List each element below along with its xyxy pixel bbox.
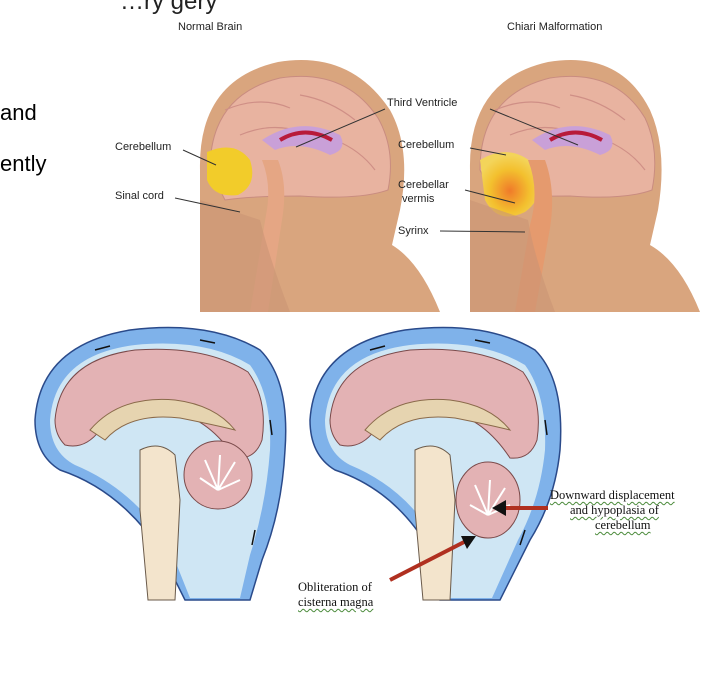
normal-sagittal-brain — [34, 326, 287, 601]
label-cerebellum-left: Cerebellum — [115, 141, 172, 153]
chiari-head — [469, 60, 700, 312]
normal-brain-title: Normal Brain — [178, 21, 243, 33]
label-displacement-line1: Downward displacement — [550, 488, 675, 502]
side-text-line-1: and — [0, 100, 37, 125]
label-cisterna-line2: cisterna magna — [298, 595, 374, 609]
partial-title: …ry gery — [120, 0, 218, 15]
label-spinal-cord: Sinal cord — [115, 190, 164, 202]
chiari-malformation-title: Chiari Malformation — [507, 21, 603, 33]
top-leader-lines — [174, 108, 579, 233]
side-text-line-2: ently — [0, 151, 47, 176]
label-third-ventricle: Third Ventricle — [387, 97, 458, 109]
label-cisterna-line1: Obliteration of — [298, 580, 372, 594]
label-syrinx: Syrinx — [398, 225, 429, 237]
normal-brain-head — [199, 60, 440, 312]
label-cerebellar-vermis-line2: vermis — [402, 193, 435, 205]
red-arrows — [389, 500, 548, 582]
label-cerebellum-right: Cerebellum — [398, 139, 455, 151]
chiari-sagittal-brain — [309, 326, 562, 601]
label-displacement-line2: and hypoplasia of — [570, 503, 659, 517]
label-displacement-line3: cerebellum — [595, 518, 651, 532]
label-cerebellar-vermis-line1: Cerebellar — [398, 179, 449, 191]
